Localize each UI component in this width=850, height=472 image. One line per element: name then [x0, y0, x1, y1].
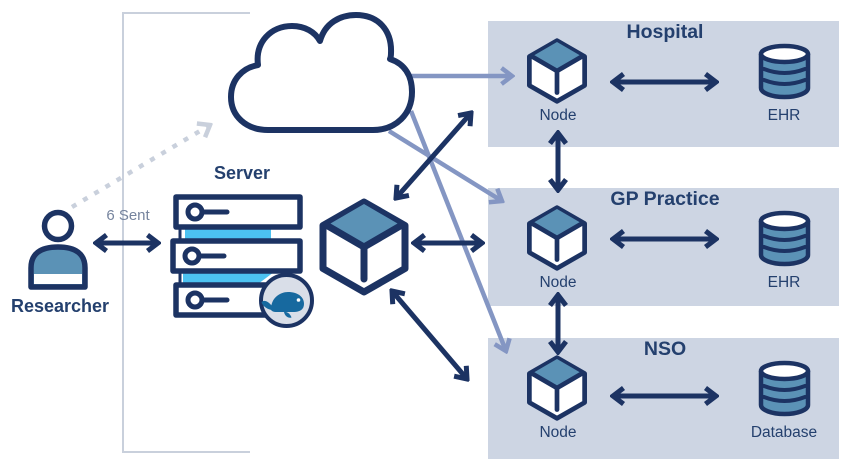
- gp-practice-panel: GP Practice Node EHR: [488, 188, 839, 306]
- arrow-cube-lower: [392, 291, 467, 379]
- hospital-panel: Hospital Node EHR: [488, 21, 839, 147]
- store-label: EHR: [767, 107, 801, 124]
- cube-node-icon: [526, 37, 588, 105]
- node-label: Node: [539, 424, 577, 441]
- store-label: EHR: [767, 274, 801, 291]
- database-cylinder-icon: [756, 210, 813, 268]
- sent-count-label: 6 Sent: [106, 207, 150, 224]
- cube-node-icon: [526, 204, 588, 272]
- node-label: Node: [539, 274, 577, 291]
- server-label: Server: [213, 163, 271, 183]
- panel-title: Hospital: [626, 21, 704, 43]
- whale-badge-icon: [259, 273, 314, 328]
- cube-node-icon: [526, 354, 588, 422]
- panel-title: NSO: [643, 338, 687, 360]
- scope-bracket: [122, 12, 250, 453]
- cloud-icon: [228, 12, 415, 133]
- store-label: Database: [750, 424, 818, 441]
- nso-panel: NSO Node Database: [488, 338, 839, 459]
- database-cylinder-icon: [756, 43, 813, 101]
- node-label: Node: [539, 107, 577, 124]
- panel-title: GP Practice: [610, 188, 720, 210]
- researcher-label: Researcher: [10, 296, 110, 316]
- cube-node-icon: [318, 197, 410, 297]
- database-cylinder-icon: [756, 360, 813, 418]
- person-icon: [28, 209, 88, 290]
